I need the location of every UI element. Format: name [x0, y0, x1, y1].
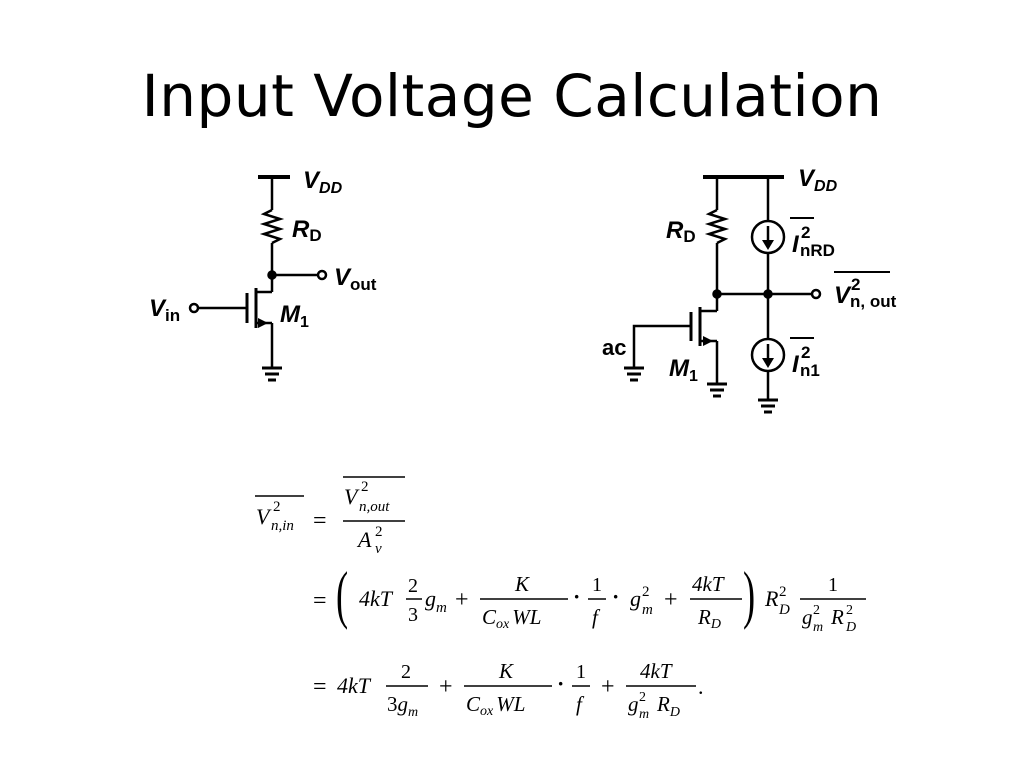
eq3-equals: =: [313, 674, 327, 700]
eq2-frac1-num: 2: [408, 575, 418, 597]
eq2-frac4-den: RD: [697, 605, 721, 632]
eq3-period: .: [698, 674, 704, 699]
slide-title: Input Voltage Calculation: [141, 62, 883, 130]
right-vout-terminal: [810, 288, 822, 300]
right-circuit: [624, 175, 890, 414]
eq2-frac5-rsub: D: [845, 620, 856, 635]
eq2-rd2-sub: D: [778, 602, 790, 618]
left-vout-label: Vout: [334, 264, 377, 294]
eq1-den-sup: 2: [375, 524, 383, 540]
eq3-frac1-den: 3gm: [387, 692, 418, 720]
eq3-frac3-num: 1: [576, 661, 586, 683]
eq3-frac4-gsub: m: [639, 707, 649, 722]
eq2-gm2-sub: m: [642, 602, 653, 618]
left-vin-label: Vin: [149, 295, 180, 325]
eq1-num-sup: 2: [361, 479, 369, 495]
eq2-gm-sub: m: [436, 600, 447, 616]
eq3-plus1: +: [439, 674, 453, 700]
eq2-gm2-sup: 2: [642, 584, 650, 600]
eq2-dot1: ·: [573, 584, 580, 609]
eq2-rd2: R: [764, 586, 779, 611]
left-rd-resistor: [259, 208, 285, 245]
eq2-frac5-num: 1: [828, 574, 838, 596]
right-in1-sup: 2: [801, 343, 810, 362]
eq1-num-sub: n,out: [359, 499, 390, 515]
left-vdd-label: VDD: [303, 167, 343, 197]
eq2-left-paren: (: [336, 559, 348, 631]
right-inrd-sub: nRD: [800, 241, 835, 260]
equation: [255, 476, 866, 687]
eq2-plus2: +: [664, 587, 678, 613]
eq2-frac2-num: K: [514, 572, 530, 596]
eq3-plus2: +: [601, 674, 615, 700]
eq2-dot2: ·: [612, 584, 619, 609]
eq3-frac3-den: f: [576, 692, 585, 716]
eq2-frac3-den: f: [592, 605, 601, 629]
eq2-frac4-num: 4kT: [692, 572, 725, 596]
eq2-right-paren: ): [743, 559, 755, 631]
eq2-frac5-den: g: [802, 605, 813, 629]
eq1-lhs-v: V: [256, 504, 272, 529]
eq2-4kt: 4kT: [359, 586, 394, 611]
eq3-dot1: ·: [557, 671, 564, 696]
right-vnout-sub: n, out: [850, 292, 897, 311]
right-m1-label: M1: [669, 355, 698, 385]
eq1-num-v: V: [344, 484, 360, 509]
eq2-frac5-r: R: [830, 605, 844, 629]
right-in1-label: I: [792, 351, 800, 378]
eq2-gm2: g: [630, 586, 641, 611]
left-rd-label: RD: [292, 216, 322, 245]
eq1-den-a: A: [356, 527, 372, 552]
eq3-frac4-num: 4kT: [640, 659, 673, 683]
eq3-frac1-num: 2: [401, 661, 411, 683]
eq2-frac5-gsub: m: [813, 620, 823, 635]
right-vdd-label: VDD: [798, 165, 838, 195]
eq3-frac4-den-r: RD: [656, 692, 680, 720]
equation-text: V 2 n,in = V 2 n,out A 2 v = ( 4kT 2 3 g…: [256, 479, 856, 722]
eq2-frac1-den: 3: [408, 604, 418, 626]
left-circuit: [188, 175, 328, 382]
eq1-den-sub: v: [375, 541, 382, 557]
eq2-frac5-rsup: 2: [846, 603, 853, 618]
right-inrd-sup: 2: [801, 223, 810, 242]
right-vnout-label: V: [834, 282, 852, 309]
right-rd-resistor: [704, 208, 730, 245]
right-inrd-label: I: [792, 231, 800, 258]
eq1-lhs-sup: 2: [273, 499, 281, 515]
eq2-rd2-sup: 2: [779, 584, 787, 600]
left-vout-terminal: [316, 269, 328, 281]
left-m1-label: M1: [280, 301, 309, 331]
eq3-4kt: 4kT: [337, 673, 372, 698]
eq2-frac5-gsup: 2: [813, 603, 820, 618]
eq2-gm: g: [425, 586, 436, 611]
left-vin-terminal: [188, 302, 200, 314]
right-ac-label: ac: [602, 335, 626, 360]
eq3-frac4-den-g: g: [628, 692, 639, 716]
eq3-frac2-num: K: [498, 659, 514, 683]
eq3-frac4-gsup: 2: [639, 690, 646, 705]
right-rd-label: RD: [666, 217, 696, 246]
right-in1-sub: n1: [800, 361, 820, 380]
eq2-frac3-num: 1: [592, 574, 602, 596]
right-vnout-sup: 2: [851, 275, 860, 294]
eq2-plus1: +: [455, 587, 469, 613]
eq1-equals: =: [313, 508, 327, 534]
eq1-lhs-sub: n,in: [271, 518, 294, 534]
eq2-equals: =: [313, 588, 327, 614]
